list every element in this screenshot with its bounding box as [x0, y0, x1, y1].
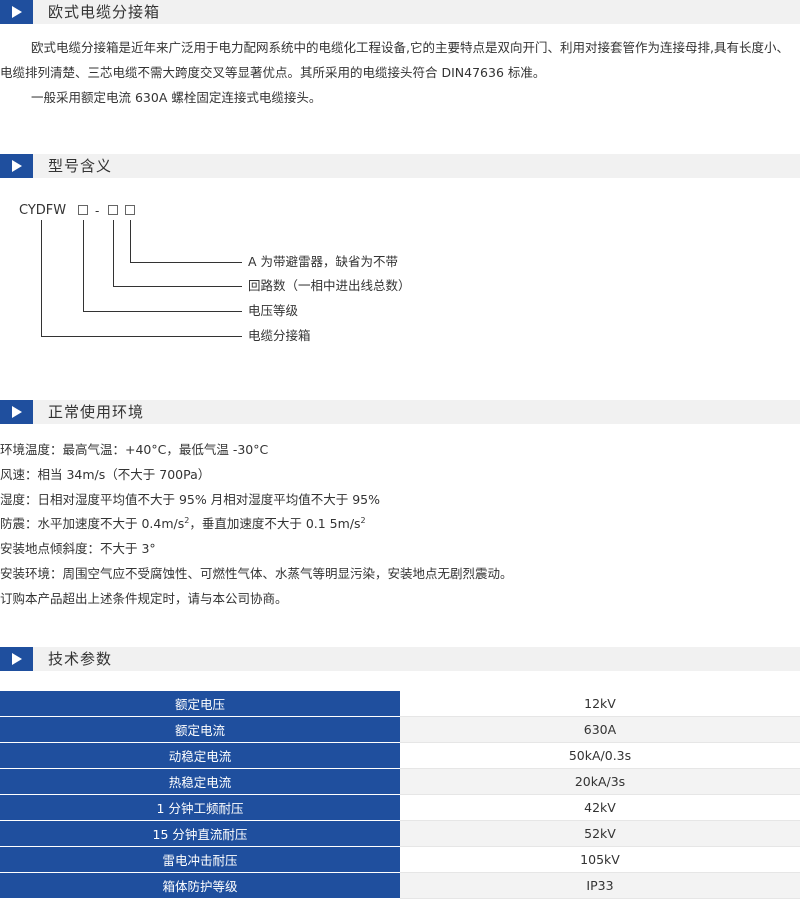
placeholder-box-circuits	[108, 205, 118, 215]
env-tilt: 安装地点倾斜度：不大于 3°	[0, 541, 156, 556]
spec-value: IP33	[400, 872, 800, 899]
model-label-box: 电缆分接箱	[248, 328, 311, 343]
play-triangle-icon	[0, 154, 33, 178]
spec-value: 630A	[400, 716, 800, 743]
model-code: CYDFW	[19, 203, 67, 218]
intro-paragraph-1: 欧式电缆分接箱是近年来广泛用于电力配网系统中的电缆化工程设备,它的主要特点是双向…	[0, 40, 789, 80]
section-title: 正常使用环境	[48, 403, 145, 421]
spec-name: 箱体防护等级	[0, 872, 400, 899]
play-triangle-icon	[0, 0, 33, 24]
spec-name: 额定电流	[0, 716, 400, 743]
spec-value: 20kA/3s	[400, 768, 800, 795]
spec-name: 热稳定电流	[0, 768, 400, 795]
leader-line	[41, 336, 242, 337]
spec-name: 动稳定电流	[0, 742, 400, 769]
model-label-circuits: 回路数（一相中进出线总数）	[248, 278, 411, 293]
spec-value: 42kV	[400, 794, 800, 821]
leader-line	[130, 220, 131, 262]
spec-name: 15 分钟直流耐压	[0, 820, 400, 847]
env-humidity: 湿度：日相对湿度平均值不大于 95% 月相对湿度平均值不大于 95%	[0, 492, 380, 507]
env-quake-vertical: ，垂直加速度不大于 0.1 5m/s	[189, 516, 361, 531]
section-header-model: 型号含义	[0, 154, 800, 178]
section-header-specs: 技术参数	[0, 647, 800, 671]
spec-name: 雷电冲击耐压	[0, 846, 400, 873]
play-triangle-icon	[0, 400, 33, 424]
env-site: 安装环境：周围空气应不受腐蚀性、可燃性气体、水蒸气等明显污染，安装地点无剧烈震动…	[0, 566, 513, 581]
env-note: 订购本产品超出上述条件规定时，请与本公司协商。	[0, 591, 288, 606]
section-title: 技术参数	[48, 650, 113, 668]
spec-name: 1 分钟工频耐压	[0, 794, 400, 821]
env-wind: 风速：相当 34m/s（不大于 700Pa）	[0, 467, 211, 482]
spec-name: 额定电压	[0, 691, 400, 717]
placeholder-box-arrester	[125, 205, 135, 215]
env-quake: 防震：水平加速度不大于 0.4m/s2，垂直加速度不大于 0.1 5m/s2	[0, 514, 366, 534]
section-header-environment: 正常使用环境	[0, 400, 800, 424]
leader-line	[41, 220, 42, 336]
model-label-arrester: A 为带避雷器，缺省为不带	[248, 254, 399, 269]
superscript: 2	[184, 515, 190, 525]
leader-line	[113, 286, 242, 287]
section-title: 欧式电缆分接箱	[48, 3, 161, 21]
placeholder-box-voltage	[78, 205, 88, 215]
leader-line	[83, 311, 242, 312]
spec-value: 50kA/0.3s	[400, 742, 800, 769]
spec-value: 105kV	[400, 846, 800, 873]
section-header-intro: 欧式电缆分接箱	[0, 0, 800, 24]
model-dash: -	[95, 204, 100, 218]
leader-line	[83, 220, 84, 311]
play-triangle-icon	[0, 647, 33, 671]
superscript: 2	[360, 515, 366, 525]
section-title: 型号含义	[48, 157, 113, 175]
env-temperature: 环境温度：最高气温：+40°C，最低气温 -30°C	[0, 442, 269, 457]
model-label-voltage: 电压等级	[248, 303, 299, 318]
leader-line	[130, 262, 242, 263]
spec-value: 12kV	[400, 691, 800, 717]
env-quake-horizontal: 防震：水平加速度不大于 0.4m/s	[0, 516, 185, 531]
spec-value: 52kV	[400, 820, 800, 847]
leader-line	[113, 220, 114, 286]
intro-paragraph-2: 一般采用额定电流 630A 螺栓固定连接式电缆接头。	[31, 90, 322, 105]
